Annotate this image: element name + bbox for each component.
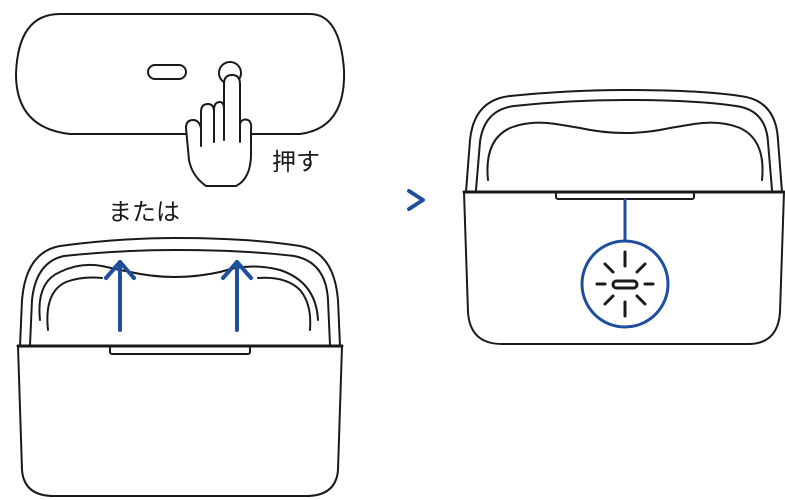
up-arrow-icon (104, 260, 136, 332)
push-label: 押す (272, 148, 320, 176)
up-arrow-icon (221, 260, 253, 332)
lift-up-arrows (104, 260, 253, 332)
usb-c-port-icon (147, 64, 187, 80)
blinking-light-icon (580, 198, 670, 329)
or-label: または (108, 198, 180, 226)
case-back-view (15, 13, 346, 135)
open-case-lift-earbuds (16, 237, 344, 497)
pointing-finger-icon (185, 74, 253, 187)
chevron-right-icon (407, 189, 425, 211)
